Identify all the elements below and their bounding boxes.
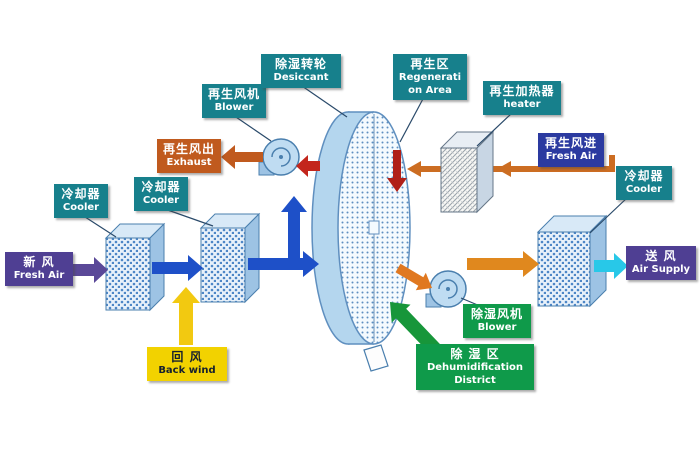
label-regen-blower: 再生风机 Blower <box>202 84 266 118</box>
label-desiccant-wheel-en: Desiccant <box>273 72 329 83</box>
regen-fan <box>258 138 300 176</box>
cooler-to-cooler-arrow <box>152 255 203 281</box>
label-dehumid-district-en2: District <box>454 374 496 386</box>
heater-box <box>439 130 495 214</box>
label-dehumid-district: 除 湿 区 Dehumidification District <box>416 344 534 390</box>
label-desiccant-wheel: 除湿转轮 Desiccant <box>261 54 341 88</box>
label-back-wind-zh: 回 风 <box>171 350 203 364</box>
exhaust-arrow <box>221 145 263 169</box>
label-cooler-right-zh: 冷却器 <box>624 169 664 183</box>
label-cooler-left-2-en: Cooler <box>142 195 180 206</box>
label-air-supply: 送 风 Air Supply <box>626 246 696 280</box>
label-dehumid-district-en1: Dehumidification <box>426 362 524 373</box>
label-connectors <box>81 85 629 307</box>
label-dehumid-blower-en: Blower <box>477 322 517 333</box>
label-back-wind-en: Back wind <box>158 365 216 376</box>
label-regen-fresh-air-zh: 再生风进 <box>544 136 597 150</box>
label-regen-area-en2: on Area <box>408 84 452 96</box>
label-fresh-air-inlet-en: Fresh Air <box>13 270 65 281</box>
regen-into-wheel-arrow <box>387 150 407 192</box>
label-regen-heater: 再生加热器 heater <box>483 81 561 115</box>
label-cooler-right: 冷却器 Cooler <box>616 166 672 200</box>
label-back-wind: 回 风 Back wind <box>147 347 227 381</box>
regen-air-arrowhead-wheel <box>407 161 421 177</box>
dehumid-fan <box>425 270 467 308</box>
label-regen-heater-en: heater <box>503 99 541 110</box>
label-dehumid-blower: 除湿风机 Blower <box>463 304 531 338</box>
label-fresh-air-inlet: 新 风 Fresh Air <box>5 252 73 286</box>
cooler-box-left-1 <box>104 222 166 312</box>
desiccant-wheel <box>311 111 411 345</box>
label-air-supply-en: Air Supply <box>631 264 691 275</box>
label-cooler-right-en: Cooler <box>625 184 663 195</box>
label-regen-blower-zh: 再生风机 <box>207 87 260 101</box>
label-cooler-left-1-en: Cooler <box>62 202 100 213</box>
label-dehumid-district-zh: 除 湿 区 <box>450 347 500 361</box>
back-wind-arrow <box>172 287 200 345</box>
label-cooler-left-1: 冷却器 Cooler <box>54 184 108 218</box>
label-regen-area: 再生区 Regenerati on Area <box>393 54 467 100</box>
label-fresh-air-inlet-zh: 新 风 <box>23 255 55 269</box>
dehumid-zone-arrow <box>390 302 442 355</box>
label-cooler-left-2: 冷却器 Cooler <box>134 177 188 211</box>
label-exhaust: 再生风出 Exhaust <box>157 139 221 173</box>
fresh-air-arrow <box>73 257 108 283</box>
label-regen-area-en1: Regenerati <box>398 72 462 83</box>
regen-air-arrowhead-heater <box>497 161 511 177</box>
label-regen-heater-zh: 再生加热器 <box>489 84 555 98</box>
label-regen-area-zh: 再生区 <box>410 57 450 71</box>
air-supply-arrow <box>594 253 628 279</box>
process-air-arrow <box>248 251 319 277</box>
label-regen-blower-en: Blower <box>214 102 254 113</box>
label-cooler-left-1-zh: 冷却器 <box>61 187 101 201</box>
label-dehumid-blower-zh: 除湿风机 <box>470 307 523 321</box>
label-desiccant-wheel-zh: 除湿转轮 <box>274 57 327 71</box>
label-regen-fresh-air: 再生风进 Fresh Air <box>538 133 604 167</box>
label-exhaust-en: Exhaust <box>166 157 212 168</box>
label-exhaust-zh: 再生风出 <box>162 142 215 156</box>
label-regen-fresh-air-en: Fresh Air <box>545 151 597 162</box>
wheel-to-fan-arrow <box>395 263 432 291</box>
fan-to-cooler-arrow <box>467 251 539 277</box>
wheel-hub <box>368 220 380 235</box>
regen-out-arrow <box>296 155 320 177</box>
label-cooler-left-2-zh: 冷却器 <box>141 180 181 194</box>
process-air-up-arrow <box>281 196 307 268</box>
label-air-supply-zh: 送 风 <box>645 249 677 263</box>
paper-icon <box>363 344 389 372</box>
